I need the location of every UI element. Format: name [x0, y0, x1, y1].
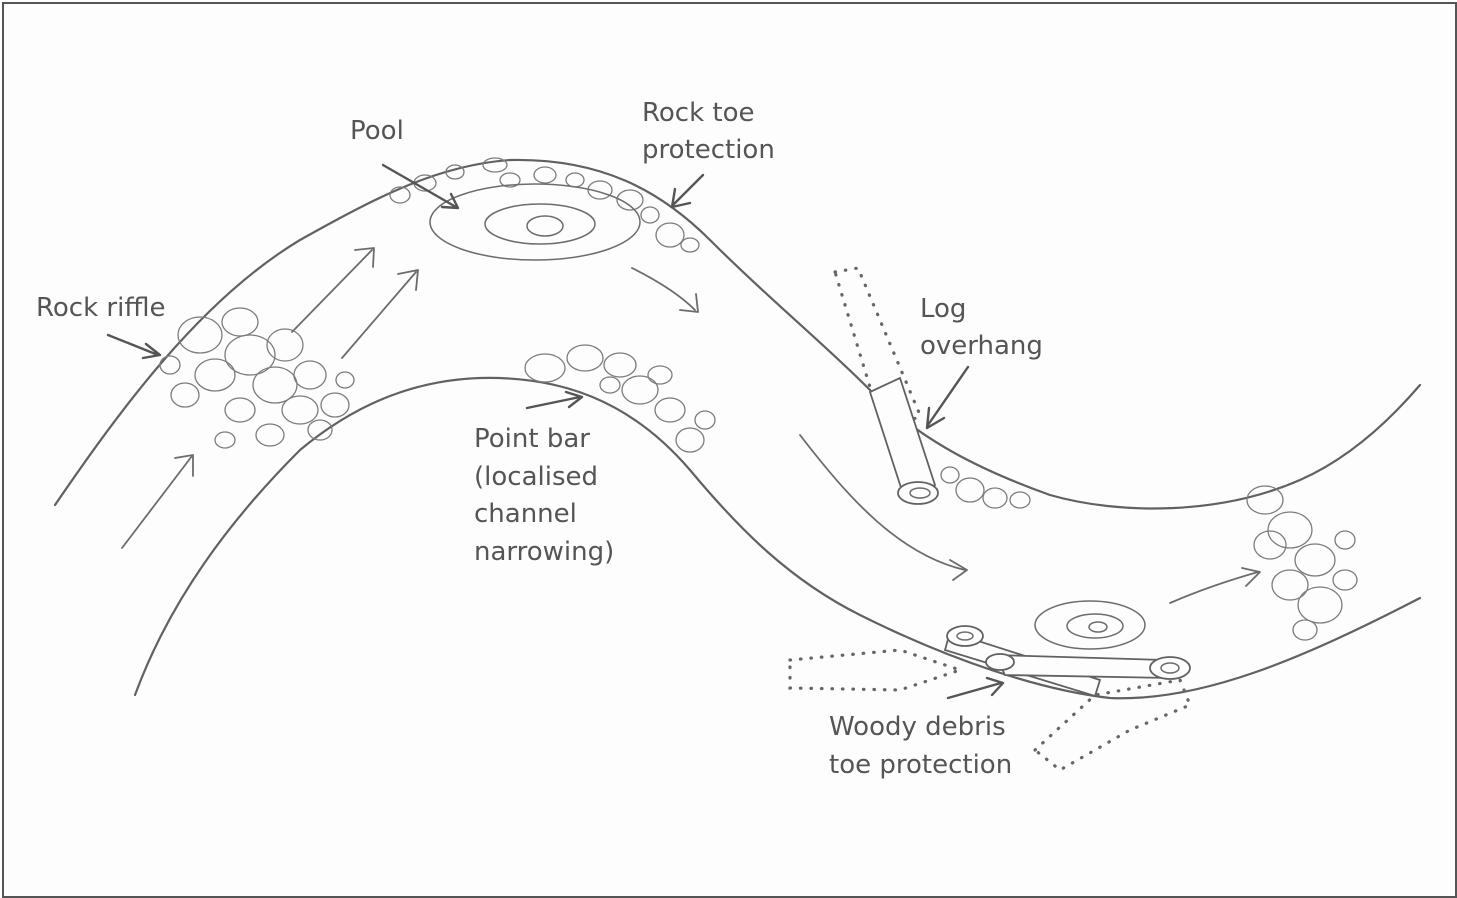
pool-swirl	[430, 184, 640, 260]
label-woody-line2: toe protection	[829, 750, 1012, 780]
label-rock-riffle: Rock riffle	[36, 293, 165, 323]
label-log-line1: Log	[920, 294, 966, 324]
label-log-line2: overhang	[920, 331, 1043, 361]
lower-bank	[135, 378, 1420, 698]
flow-arrows	[122, 248, 1260, 603]
label-rock-toe-line1: Rock toe	[642, 98, 755, 128]
leader-point-bar	[527, 392, 582, 408]
leader-rock-toe	[672, 175, 703, 207]
leader-log-overhang	[927, 367, 968, 428]
label-point-bar-line2: (localised	[474, 462, 598, 492]
rock-riffle-rocks	[160, 308, 354, 448]
rock-toe-rocks	[390, 158, 699, 252]
label-pool: Pool	[350, 116, 404, 146]
label-woody-line1: Woody debris	[829, 712, 1006, 742]
woody-debris-outline-left	[790, 650, 960, 690]
leader-rock-riffle	[108, 335, 160, 358]
label-point-bar-line3: channel	[474, 499, 577, 529]
downstream-riffle-rocks	[1247, 486, 1357, 640]
log-overhang	[870, 378, 938, 504]
label-point-bar-line4: narrowing)	[474, 537, 614, 567]
woody-debris-logs	[945, 626, 1190, 696]
downstream-pool-swirl	[1035, 601, 1145, 649]
label-rock-toe-line2: protection	[642, 135, 775, 165]
label-point-bar-line1: Point bar	[474, 424, 590, 454]
upper-bank	[55, 160, 1420, 509]
bank-rocks-log	[941, 467, 1030, 508]
woody-debris-outline-right	[1035, 680, 1190, 770]
leader-woody-debris	[948, 678, 1003, 698]
